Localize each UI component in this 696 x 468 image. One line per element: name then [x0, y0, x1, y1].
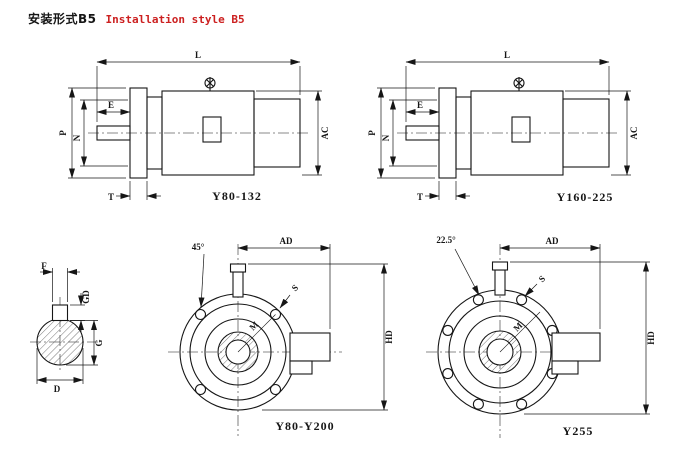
- bolt-hole: [516, 398, 528, 410]
- dim-S-small: S: [279, 283, 301, 309]
- page-title: 安装形式B5 Installation style B5: [28, 10, 245, 27]
- dim-F: F: [40, 261, 80, 302]
- dim-G: G: [66, 320, 104, 366]
- terminal-box-side: [551, 332, 601, 375]
- caption-flange-large: Y255: [563, 424, 594, 438]
- shaft-key: [51, 304, 69, 322]
- fan-cowl: [562, 98, 610, 168]
- dim-label-AC: AC: [629, 127, 639, 140]
- bolt-hole: [194, 308, 207, 321]
- flange-view-y80-y200: AD 45° S M HD Y80-Y200: [168, 236, 394, 436]
- bolt-holes: [194, 308, 282, 396]
- dim-label-P: P: [367, 130, 377, 136]
- dim-label-HD: HD: [384, 330, 394, 344]
- dim-label-S: S: [290, 283, 301, 294]
- side-view-y160-225: L E P N AC: [367, 50, 639, 204]
- dim-label-AD: AD: [546, 236, 559, 246]
- dim-N: N: [72, 99, 128, 167]
- eyebolt-icon: [513, 77, 525, 91]
- dim-label-AD: AD: [280, 236, 293, 246]
- shaft-end-cap: [229, 263, 247, 273]
- dim-label-S: S: [537, 274, 548, 285]
- dim-label-E: E: [417, 100, 423, 110]
- bolt-hole: [269, 383, 282, 396]
- dim-label-L: L: [195, 50, 201, 60]
- shaft-end-cap: [491, 261, 509, 271]
- bolt-hole: [516, 294, 528, 306]
- dim-label-HD: HD: [646, 331, 656, 345]
- dim-HD-large: HD: [510, 261, 656, 415]
- shaft-section-circle: [36, 318, 84, 366]
- dim-label-T: T: [108, 192, 114, 202]
- dim-label-N: N: [381, 134, 391, 141]
- caption-side-left: Y80-132: [212, 189, 262, 203]
- shaft-end-stem: [232, 271, 244, 298]
- flange-view-y255: AD 22.5° S M HD Y255: [426, 235, 656, 438]
- dim-S-large: S: [524, 274, 548, 297]
- angle-callout-22-5: 22.5°: [436, 235, 480, 296]
- dim-AD-large: AD: [499, 236, 601, 329]
- motor-outline: [96, 77, 301, 179]
- bolt-hole: [472, 294, 484, 306]
- dim-label-F: F: [41, 261, 47, 271]
- dim-HD-small: HD: [248, 263, 394, 411]
- title-en: Installation style B5: [105, 13, 245, 26]
- dim-label-G: G: [94, 339, 104, 346]
- dim-label-P: P: [58, 130, 68, 136]
- dim-N: N: [381, 99, 437, 167]
- dim-D: D: [36, 348, 84, 394]
- dim-L: L: [96, 50, 301, 122]
- dim-AD-small: AD: [237, 236, 331, 329]
- flange-rim-circle: [189, 303, 287, 401]
- shaft-cross-section: F GD G D: [30, 261, 104, 394]
- shaft-end-stem: [494, 269, 506, 296]
- dim-T: T: [417, 181, 470, 202]
- angle-label-45: 45°: [192, 242, 205, 252]
- dim-T: T: [108, 181, 161, 202]
- bolt-hole: [442, 368, 454, 380]
- dim-E: E: [405, 100, 440, 115]
- eyebolt-icon: [204, 77, 216, 91]
- terminal-box: [202, 116, 222, 143]
- angle-label-22-5: 22.5°: [436, 235, 456, 245]
- dim-label-M: M: [511, 320, 524, 333]
- dim-AC: AC: [565, 90, 639, 176]
- caption-flange-small: Y80-Y200: [275, 419, 334, 433]
- bolt-hole: [472, 398, 484, 410]
- flange-rim-circle: [448, 300, 552, 404]
- spigot-circle: [204, 318, 272, 386]
- fan-cowl: [253, 98, 301, 168]
- dim-label-D: D: [54, 384, 61, 394]
- dim-label-N: N: [72, 134, 82, 141]
- bolt-hole: [442, 324, 454, 336]
- dim-AC: AC: [256, 90, 330, 176]
- dim-label-GD: GD: [81, 290, 91, 304]
- dim-P: P: [367, 87, 435, 179]
- terminal-box: [511, 116, 531, 143]
- dim-P: P: [58, 87, 126, 179]
- dim-label-T: T: [417, 192, 423, 202]
- spigot-circle: [463, 315, 537, 389]
- dim-label-AC: AC: [320, 127, 330, 140]
- title-zh: 安装形式B5: [28, 12, 97, 26]
- dim-E: E: [96, 100, 131, 115]
- dim-label-L: L: [504, 50, 510, 60]
- dim-L: L: [405, 50, 610, 122]
- caption-side-right: Y160-225: [557, 190, 614, 204]
- bolt-hole: [194, 383, 207, 396]
- terminal-box-side: [289, 332, 331, 375]
- bolt-hole: [269, 308, 282, 321]
- angle-callout-45: 45°: [192, 242, 205, 308]
- motor-outline: [405, 77, 610, 179]
- side-view-y80-132: L E P N AC: [58, 50, 330, 203]
- dim-label-E: E: [108, 100, 114, 110]
